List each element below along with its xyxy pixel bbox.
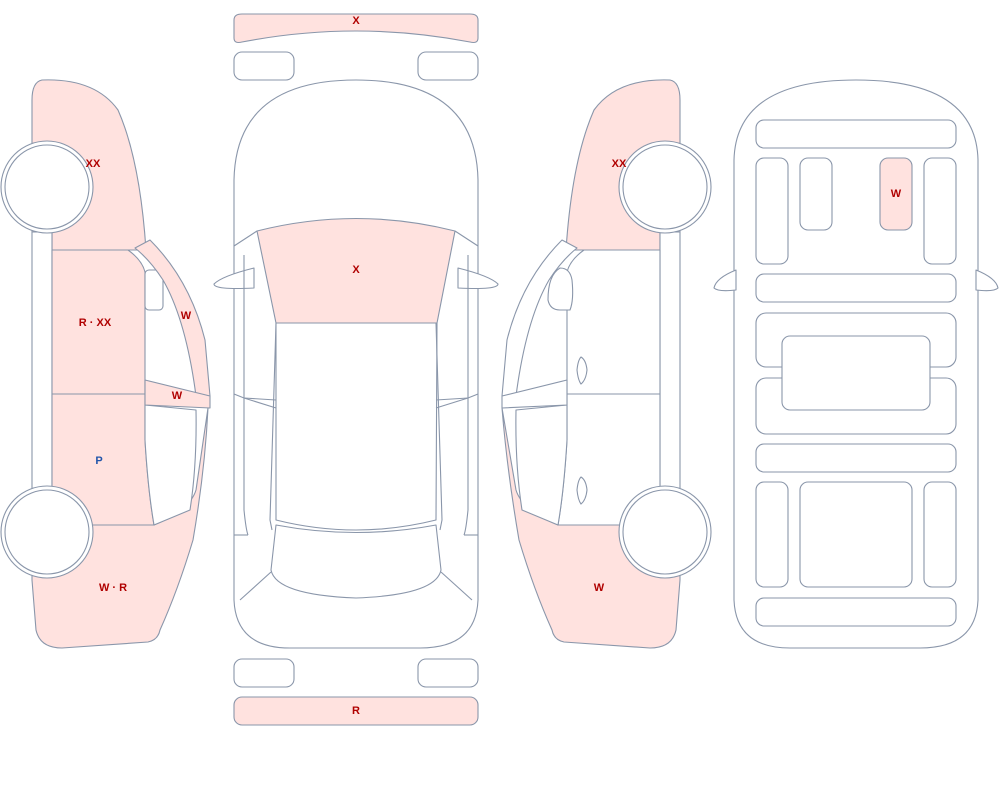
underbody-rear-floor-bar[interactable]: [755, 443, 957, 473]
left-windshield-pillar-window[interactable]: [134, 239, 211, 397]
right-side-mirror[interactable]: [547, 267, 574, 311]
right-rear-door-handle[interactable]: [576, 476, 588, 505]
left-headlight[interactable]: [233, 51, 295, 81]
underbody-view: W: [713, 79, 999, 649]
left-rear-quarter-panel[interactable]: [31, 407, 209, 649]
underbody-rear-center[interactable]: [799, 481, 913, 588]
right-front-door-handle[interactable]: [576, 356, 588, 385]
left-rear-door-window[interactable]: [144, 404, 197, 526]
right-front-fender-label: XX: [612, 158, 627, 170]
underbody-panel-label: W: [891, 188, 902, 200]
right-rear-door-window[interactable]: [515, 404, 568, 526]
right-side-view: XX W: [501, 79, 712, 649]
top-view: X X R: [213, 13, 499, 726]
right-rear-quarter-label: W: [594, 582, 605, 594]
underbody-left-mirror[interactable]: [713, 269, 737, 292]
left-rear-door-label: P: [95, 455, 102, 467]
underbody-front-crossmember[interactable]: [755, 119, 957, 149]
hood-label: X: [352, 264, 360, 276]
right-front-door[interactable]: [566, 249, 661, 395]
left-front-door-label: R · XX: [79, 317, 112, 329]
left-rear-wheel[interactable]: [0, 485, 94, 579]
left-front-door[interactable]: [51, 249, 146, 395]
rear-window[interactable]: [270, 524, 442, 599]
right-taillight[interactable]: [417, 658, 479, 688]
right-rear-wheel[interactable]: [618, 485, 712, 579]
left-side-view: XX R · XX W W P W · R: [0, 79, 211, 649]
left-front-door-handle[interactable]: [144, 269, 164, 311]
left-front-fender-label: XX: [86, 158, 101, 170]
left-quarter-window[interactable]: [144, 379, 211, 409]
left-taillight[interactable]: [233, 658, 295, 688]
front-bumper-label: X: [352, 15, 360, 27]
front-bumper[interactable]: [233, 13, 479, 44]
right-rear-quarter-panel[interactable]: [501, 407, 681, 649]
underbody-front-left-rail[interactable]: [755, 157, 789, 265]
left-front-window-label: W: [181, 310, 192, 322]
roof[interactable]: [275, 322, 438, 531]
underbody-rear-crossmember[interactable]: [755, 597, 957, 627]
underbody-right-mirror[interactable]: [975, 269, 999, 292]
rear-bumper-label: R: [352, 705, 360, 717]
underbody-center-tunnel[interactable]: [781, 335, 931, 411]
left-rear-quarter-label: W · R: [99, 582, 127, 594]
left-front-wheel[interactable]: [0, 140, 94, 234]
right-windshield-pillar-window[interactable]: [501, 239, 578, 397]
underbody-rear-left-rail[interactable]: [755, 481, 789, 588]
underbody-front-inner-left[interactable]: [799, 157, 833, 231]
hood[interactable]: [256, 218, 456, 324]
underbody-front-inner-right[interactable]: [879, 157, 913, 231]
right-quarter-window[interactable]: [501, 379, 568, 409]
underbody-front-right-rail[interactable]: [923, 157, 957, 265]
rear-bumper[interactable]: [233, 696, 479, 726]
right-headlight[interactable]: [417, 51, 479, 81]
underbody-front-floor-bar[interactable]: [755, 273, 957, 303]
left-quarter-window-label: W: [172, 390, 183, 402]
right-front-wheel[interactable]: [618, 140, 712, 234]
underbody-rear-right-rail[interactable]: [923, 481, 957, 588]
